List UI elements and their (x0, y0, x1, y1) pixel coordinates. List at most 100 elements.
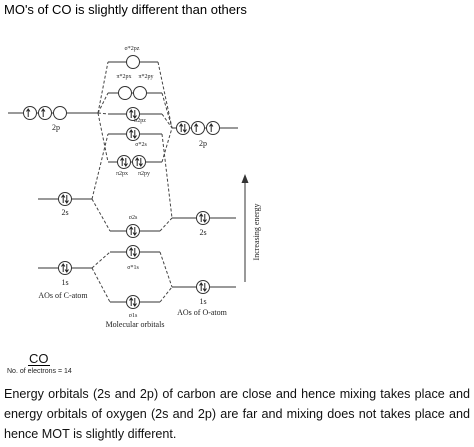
carbon-2p-orbital-3-circle (53, 106, 67, 120)
mo-pi-2px-down-arrow (123, 158, 128, 167)
mo-pi-2px-up-arrow (120, 157, 125, 166)
dash-c2s-sigma-star (91, 133, 109, 200)
oxygen-1s-label: 1s (199, 297, 206, 306)
oxygen-2s-orbital-down-arrow (202, 214, 207, 223)
mo-sigma-star-1s (126, 245, 140, 259)
mo-label-sigma-star-1s: σ*1s (127, 265, 139, 271)
oxygen-2p-orbital-2 (191, 121, 205, 135)
carbon-2p-orbital-1-circle (23, 106, 37, 120)
oxygen-2p-orbital-3-circle (206, 121, 220, 135)
mo-sigma-1s (126, 295, 140, 309)
mo-sigma-2pz-circle (126, 107, 140, 121)
mo-sigma-star-2pz-circle (126, 55, 140, 69)
mo-sigma-2pz-up-arrow (129, 109, 134, 118)
oxygen-2s-label: 2s (199, 228, 206, 237)
oxygen-2p-orbital-1 (176, 121, 190, 135)
carbon-2p-label: 2p (52, 123, 60, 132)
dash-c2p-pi (97, 112, 109, 163)
energy-arrow-head (241, 174, 249, 183)
carbon-2p-orbital-1 (23, 106, 37, 120)
correlation-lines (91, 61, 173, 303)
mo-sigma-1s-up-arrow (129, 297, 134, 306)
orbital-circles (23, 55, 220, 309)
oxygen-2p-label: 2p (199, 139, 207, 148)
mo-sigma-2pz (126, 107, 140, 121)
mo-pi-2py-down-arrow (138, 158, 143, 167)
oxygen-2s-orbital (196, 211, 210, 225)
mo-sigma-2s-down-arrow (132, 227, 137, 236)
mo-sigma-star-1s-circle (126, 245, 140, 259)
dash-c2p-sigma (97, 112, 109, 115)
oxygen-2p-orbital-3 (206, 121, 220, 135)
mo-sigma-star-2s-down-arrow (132, 130, 137, 139)
oxygen-2p-orbital-2-up-arrow (194, 123, 199, 132)
mo-label-sigma-1s: σ1s (129, 313, 138, 319)
mo-pi-star-2py-circle (133, 86, 147, 100)
oxygen-2s-orbital-circle (196, 211, 210, 225)
mo-sigma-star-2pz (126, 55, 140, 69)
molecule-formula: CO (28, 351, 50, 366)
oxygen-2p-orbital-3-up-arrow (209, 123, 214, 132)
mo-pi-2py-up-arrow (135, 157, 140, 166)
oxygen-1s-orbital-up-arrow (199, 282, 204, 291)
mo-label-sigma-2pz: σ2pz (134, 118, 146, 124)
carbon-1s-orbital-circle (58, 261, 72, 275)
dash-o2s-sigma-star (161, 133, 173, 219)
mo-sigma-1s-circle (126, 295, 140, 309)
dash-c1s-sigma-star (91, 251, 111, 269)
mo-sigma-star-1s-down-arrow (132, 248, 137, 257)
dash-c2p-sigma-star (97, 61, 109, 114)
explanation-paragraph: Energy orbitals (2s and 2p) of carbon ar… (4, 387, 470, 441)
dash-c2p-pi-star (97, 92, 109, 114)
oxygen-2p-orbital-1-up-arrow (179, 123, 184, 132)
oxygen-1s-orbital-circle (196, 280, 210, 294)
mo-pi-2px-circle (117, 155, 131, 169)
mo-pi-2py-circle (132, 155, 146, 169)
electron-count: No. of electrons = 14 (7, 368, 72, 375)
carbon-2p-orbital-2-up-arrow (41, 108, 46, 117)
carbon-1s-label: 1s (61, 278, 68, 287)
carbon-2p-orbital-2-circle (38, 106, 52, 120)
mo-pi-2px (117, 155, 131, 169)
dash-c2s-sigma (91, 198, 111, 232)
dash-o1s-sigma-star (159, 251, 173, 288)
oxygen-1s-orbital (196, 280, 210, 294)
carbon-1s-orbital-up-arrow (61, 263, 66, 272)
mo-label-pi-2py: π2py (138, 171, 150, 177)
carbon-2s-label: 2s (61, 208, 68, 217)
dash-o2s-sigma (159, 217, 173, 232)
oxygen-2s-orbital-up-arrow (199, 213, 204, 222)
dash-o2p-pi-star (161, 92, 173, 129)
carbon-1s-orbital-down-arrow (64, 264, 69, 273)
carbon-2s-orbital-down-arrow (64, 195, 69, 204)
mo-pi-star-2px-circle (118, 86, 132, 100)
oxygen-2p-orbital-2-circle (191, 121, 205, 135)
mo-label-sigma-star-2s: σ*2s (135, 142, 147, 148)
mo-sigma-2s (126, 224, 140, 238)
mo-pi-star-2py (133, 86, 147, 100)
mo-sigma-2s-circle (126, 224, 140, 238)
mo-label-pi-star-2px: π*2px (116, 74, 131, 80)
oxygen-2p-orbital-1-circle (176, 121, 190, 135)
carbon-caption: AOs of C-atom (38, 291, 88, 300)
carbon-2s-orbital-circle (58, 192, 72, 206)
oxygen-1s-orbital-down-arrow (202, 283, 207, 292)
carbon-1s-orbital (58, 261, 72, 275)
page-heading: MO's of CO is slightly different than ot… (4, 2, 247, 17)
energy-axis-label: Increasing energy (252, 204, 261, 261)
dash-o2p-sigma-star (157, 61, 173, 129)
dash-o1s-sigma (159, 286, 173, 303)
oxygen-2p-orbital-1-down-arrow (182, 124, 187, 133)
mo-label-sigma-star-2pz: σ*2pz (125, 46, 140, 52)
carbon-2p-orbital-3 (53, 106, 67, 120)
oxygen-caption: AOs of O-atom (177, 308, 228, 317)
mo-label-sigma-2s: σ2s (129, 215, 138, 221)
mo-sigma-2s-up-arrow (129, 226, 134, 235)
dash-c1s-sigma (91, 267, 111, 303)
mo-pi-star-2px (118, 86, 132, 100)
dash-o2p-sigma (161, 113, 173, 129)
mo-sigma-2pz-down-arrow (132, 110, 137, 119)
molecular-orbitals-caption: Molecular orbitals (106, 320, 165, 329)
dash-o2p-pi (161, 127, 173, 163)
